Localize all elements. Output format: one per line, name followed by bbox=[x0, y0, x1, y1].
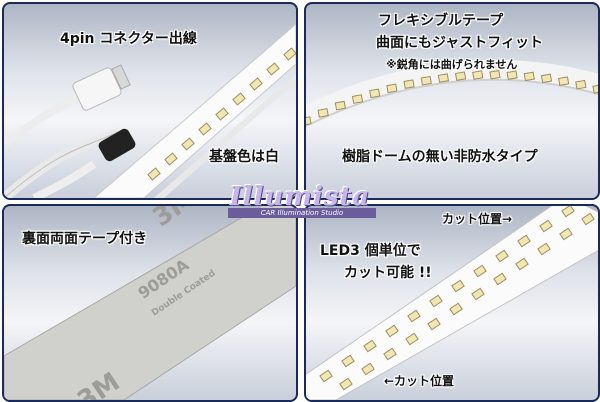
led-chip bbox=[334, 100, 346, 111]
led-chip bbox=[472, 70, 484, 80]
led-chip bbox=[592, 84, 598, 94]
connector-label: 4pin コネクター出線 bbox=[60, 31, 197, 47]
connector-wire bbox=[4, 92, 86, 148]
led-chip bbox=[306, 116, 312, 126]
led-chip bbox=[249, 77, 263, 91]
led-chip bbox=[523, 71, 535, 82]
led-chip bbox=[451, 279, 465, 293]
led-chip bbox=[473, 264, 487, 278]
led-chip bbox=[539, 219, 553, 233]
led-chip bbox=[283, 47, 296, 61]
flexible-photo bbox=[306, 59, 598, 127]
panel-tape: 3M 9080A Double Coated 3M 裏面両面テープ付き bbox=[2, 204, 298, 402]
led-chip bbox=[339, 377, 353, 391]
led-chip bbox=[385, 324, 399, 338]
led-strip bbox=[306, 206, 598, 400]
led-chip bbox=[266, 62, 280, 76]
led-chip bbox=[540, 73, 553, 84]
led-chip bbox=[407, 309, 421, 323]
led-chip bbox=[429, 294, 443, 308]
flexible-title-2: 曲面にもジャストフィット bbox=[376, 35, 544, 51]
led-chip bbox=[427, 317, 441, 331]
led-chip bbox=[495, 249, 509, 263]
led-chip bbox=[559, 227, 573, 241]
led-chip bbox=[405, 332, 419, 346]
led-chip bbox=[319, 369, 333, 383]
cut-position-bottom: ←カット位置 bbox=[384, 374, 455, 388]
led-strip bbox=[93, 23, 296, 198]
brand-logo-name: Illumista bbox=[229, 182, 371, 212]
led-chip bbox=[537, 242, 551, 256]
led-chip bbox=[581, 212, 595, 226]
led-chip bbox=[215, 107, 229, 121]
led-chip bbox=[181, 137, 195, 151]
led-chip bbox=[517, 234, 531, 248]
led-chip bbox=[363, 339, 377, 353]
brand-logo: Illumista CAR Illumination Studio bbox=[212, 182, 388, 218]
board-color-label: 基盤色は白 bbox=[209, 149, 279, 165]
white-connector bbox=[72, 64, 131, 111]
led-chip bbox=[317, 108, 329, 118]
led-chip bbox=[369, 88, 381, 99]
cut-ok-label: カット可能 !! bbox=[344, 265, 432, 281]
led-chip bbox=[575, 79, 587, 90]
cut-position-top: カット位置→ bbox=[442, 212, 513, 226]
brand-logo-tagline: CAR Illumination Studio bbox=[228, 208, 376, 218]
led-chip bbox=[449, 302, 463, 316]
led-chip bbox=[420, 75, 432, 86]
led-chip bbox=[361, 362, 375, 376]
led-chips bbox=[306, 69, 598, 126]
led-chip bbox=[403, 79, 415, 89]
led-chip bbox=[515, 257, 529, 271]
led-chip bbox=[489, 69, 501, 80]
non-waterproof-label: 樹脂ドームの無い非防水タイプ bbox=[342, 149, 538, 165]
led-chip bbox=[341, 354, 355, 368]
led-chip bbox=[386, 83, 398, 94]
led-chip bbox=[437, 73, 450, 83]
led-chip bbox=[454, 71, 467, 81]
connector-photo bbox=[4, 23, 296, 198]
flexible-note: ※鋭角には曲げられません bbox=[386, 58, 518, 71]
black-sleeve bbox=[98, 128, 136, 162]
tape-brand-text-2: 3M bbox=[148, 206, 201, 233]
cut-photo bbox=[306, 206, 598, 400]
led-chip bbox=[198, 122, 212, 136]
led-chips bbox=[319, 206, 595, 391]
led-unit-label: LED3 個単位で bbox=[320, 243, 421, 259]
led-chip bbox=[164, 152, 178, 166]
flexible-title-1: フレキシブルテープ bbox=[378, 13, 504, 29]
led-chip bbox=[471, 287, 485, 301]
led-chips bbox=[147, 47, 296, 181]
led-chip bbox=[561, 206, 575, 218]
tape-photo: 3M 9080A Double Coated 3M bbox=[4, 206, 296, 400]
led-chip bbox=[493, 272, 507, 286]
panel-connector: 4pin コネクター出線 基盤色は白 bbox=[2, 2, 298, 200]
led-chip bbox=[232, 92, 246, 106]
led-chip bbox=[351, 94, 364, 104]
led-chip bbox=[383, 347, 397, 361]
panel-flexible: フレキシブルテープ 曲面にもジャストフィット ※鋭角には曲げられません 樹脂ドー… bbox=[304, 2, 600, 200]
panel-cut: カット位置→ LED3 個単位で カット可能 !! ←カット位置 bbox=[304, 204, 600, 402]
led-chip bbox=[147, 167, 161, 181]
adhesive-tape bbox=[4, 206, 296, 400]
tape-label: 裏面両面テープ付き bbox=[22, 231, 148, 247]
led-chip bbox=[506, 70, 518, 80]
curved-strip bbox=[306, 59, 598, 125]
led-chip bbox=[558, 76, 570, 86]
